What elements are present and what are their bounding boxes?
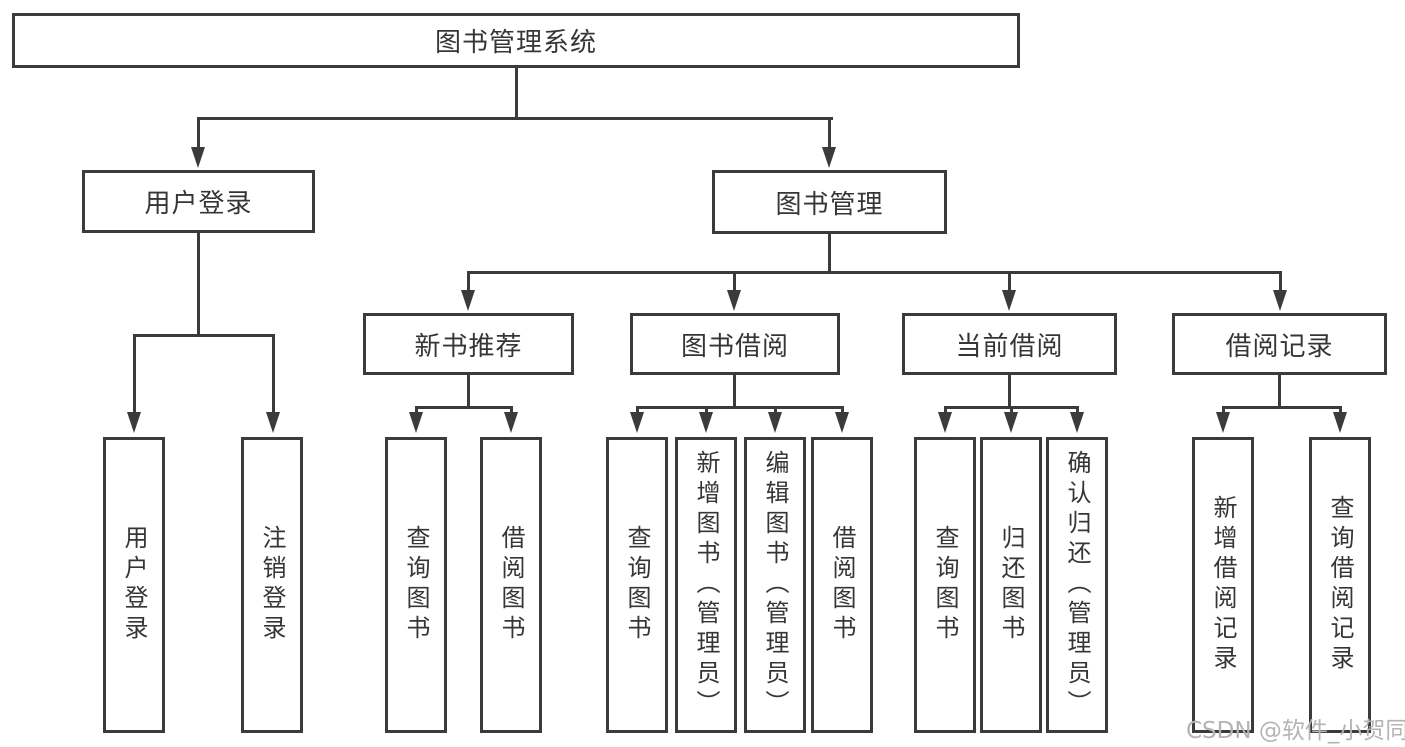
connector-drop-add-record [1222, 406, 1225, 416]
connector-drop-logout-leaf [272, 334, 275, 416]
connector-drop-book-management [828, 117, 831, 149]
arrow-to-new-book [461, 290, 475, 311]
arrow-to-add-record [1216, 412, 1230, 433]
node-borrow-records: 借阅记录 [1172, 313, 1387, 375]
arrow-to-query-books-1 [409, 412, 423, 433]
connector-records-vertical [1278, 375, 1281, 409]
connector-drop-query-books-2 [636, 406, 639, 416]
connector-drop-book-borrow [733, 271, 736, 293]
connector-drop-edit-book [774, 406, 777, 416]
arrow-to-user-login [191, 147, 205, 168]
connector-drop-borrow-books-1 [510, 406, 513, 416]
arrow-to-confirm-return [1070, 412, 1084, 433]
connector-newbook-vertical [467, 375, 470, 409]
arrow-to-book-management [822, 147, 836, 168]
csdn-watermark: CSDN @软件_小贺同学 [1186, 718, 1405, 744]
arrow-to-borrow-books-1 [504, 412, 518, 433]
node-add-borrow-record: 新增借阅记录 [1192, 437, 1254, 733]
node-confirm-return-admin: 确认归还（管理员） [1046, 437, 1108, 733]
connector-drop-borrow-records [1279, 271, 1282, 293]
node-book-borrow: 图书借阅 [630, 313, 840, 375]
node-query-books-1: 查询图书 [385, 437, 447, 733]
connector-drop-query-books-3 [944, 406, 947, 416]
connector-drop-borrow-books-2 [841, 406, 844, 416]
connector-drop-query-record [1339, 406, 1342, 416]
connector-root-horizontal [197, 117, 833, 120]
arrow-to-query-books-2 [630, 412, 644, 433]
connector-drop-confirm-return [1076, 406, 1079, 416]
connector-records-horizontal [1222, 406, 1342, 409]
connector-userlogin-horizontal [133, 334, 275, 337]
node-query-borrow-record: 查询借阅记录 [1309, 437, 1371, 733]
arrow-to-add-book [699, 412, 713, 433]
connector-drop-current-borrow [1008, 271, 1011, 293]
arrow-to-login-leaf [127, 412, 141, 433]
node-borrow-books-1: 借阅图书 [480, 437, 542, 733]
arrow-to-logout-leaf [266, 412, 280, 433]
connector-bookmgmt-vertical [828, 234, 831, 274]
arrow-to-borrow-records [1273, 290, 1287, 311]
node-new-book-recommend: 新书推荐 [363, 313, 574, 375]
arrow-to-book-borrow [727, 290, 741, 311]
connector-currentborrow-vertical [1008, 375, 1011, 409]
node-return-book: 归还图书 [980, 437, 1042, 733]
node-query-books-2: 查询图书 [606, 437, 668, 733]
node-book-management: 图书管理 [712, 170, 947, 234]
connector-drop-query-books-1 [415, 406, 418, 416]
connector-drop-new-book [467, 271, 470, 293]
connector-userlogin-vertical [197, 233, 200, 337]
node-add-book-admin: 新增图书（管理员） [675, 437, 737, 733]
arrow-to-borrow-books-2 [835, 412, 849, 433]
connector-drop-add-book [705, 406, 708, 416]
arrow-to-current-borrow [1002, 290, 1016, 311]
node-user-login: 用户登录 [82, 170, 315, 233]
arrow-to-edit-book [768, 412, 782, 433]
connector-bookborrow-vertical [733, 375, 736, 409]
node-library-management-system: 图书管理系统 [12, 13, 1020, 68]
node-edit-book-admin: 编辑图书（管理员） [744, 437, 806, 733]
node-query-books-3: 查询图书 [914, 437, 976, 733]
node-logout: 注销登录 [241, 437, 303, 733]
connector-bookborrow-horizontal [636, 406, 844, 409]
arrow-to-return-book [1004, 412, 1018, 433]
connector-newbook-horizontal [415, 406, 513, 409]
node-borrow-books-2: 借阅图书 [811, 437, 873, 733]
connector-drop-return-book [1010, 406, 1013, 416]
node-user-login-leaf: 用户登录 [103, 437, 165, 733]
connector-drop-login-leaf [133, 334, 136, 416]
connector-drop-user-login [197, 117, 200, 149]
node-current-borrow: 当前借阅 [902, 313, 1117, 375]
arrow-to-query-books-3 [938, 412, 952, 433]
arrow-to-query-record [1333, 412, 1347, 433]
connector-root-vertical [515, 68, 518, 117]
connector-bookmgmt-horizontal [467, 271, 1282, 274]
